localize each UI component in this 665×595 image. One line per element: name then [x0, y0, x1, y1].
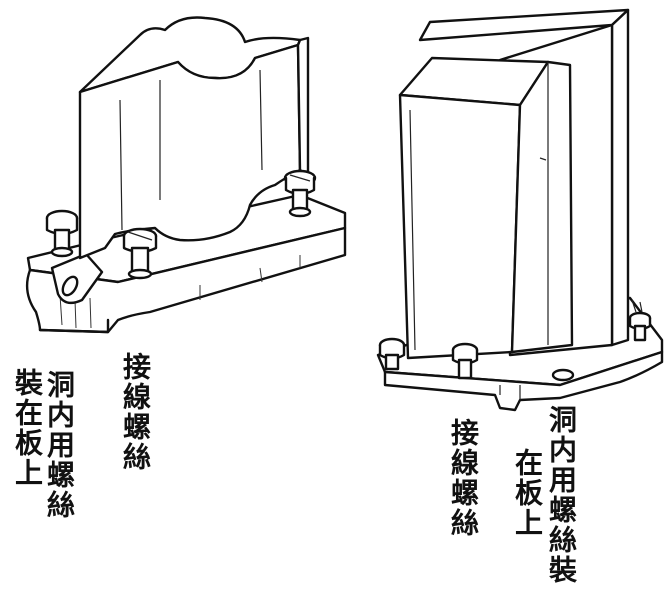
right-base-hole	[551, 368, 575, 382]
right-device	[376, 8, 664, 412]
left-mount-label: 裝在板上	[11, 368, 44, 488]
right-front-face	[398, 93, 522, 360]
left-screw-left	[45, 209, 79, 258]
right-terminal-label: 接線螺絲	[447, 418, 480, 538]
left-screw-right	[283, 169, 317, 218]
left-block-front	[78, 43, 302, 260]
left-block-side	[296, 36, 310, 177]
left-terminal-label: 接線螺絲	[119, 352, 152, 472]
left-tab-hole	[61, 275, 79, 297]
left-device	[25, 16, 347, 334]
right-front-side	[510, 60, 574, 354]
right-base-front	[383, 350, 664, 412]
right-mount-label: 洞内用螺絲裝	[545, 405, 578, 585]
right-back-front	[610, 8, 630, 347]
left-base-front	[25, 226, 347, 334]
right-screw-middle	[451, 342, 479, 380]
right-screw-left	[378, 337, 406, 371]
right-mount-label-2: 在板上	[511, 448, 544, 538]
right-screw-right	[628, 299, 652, 342]
left-screw-middle	[122, 227, 158, 280]
left-hole-screw-label: 洞内用螺絲	[43, 370, 76, 520]
